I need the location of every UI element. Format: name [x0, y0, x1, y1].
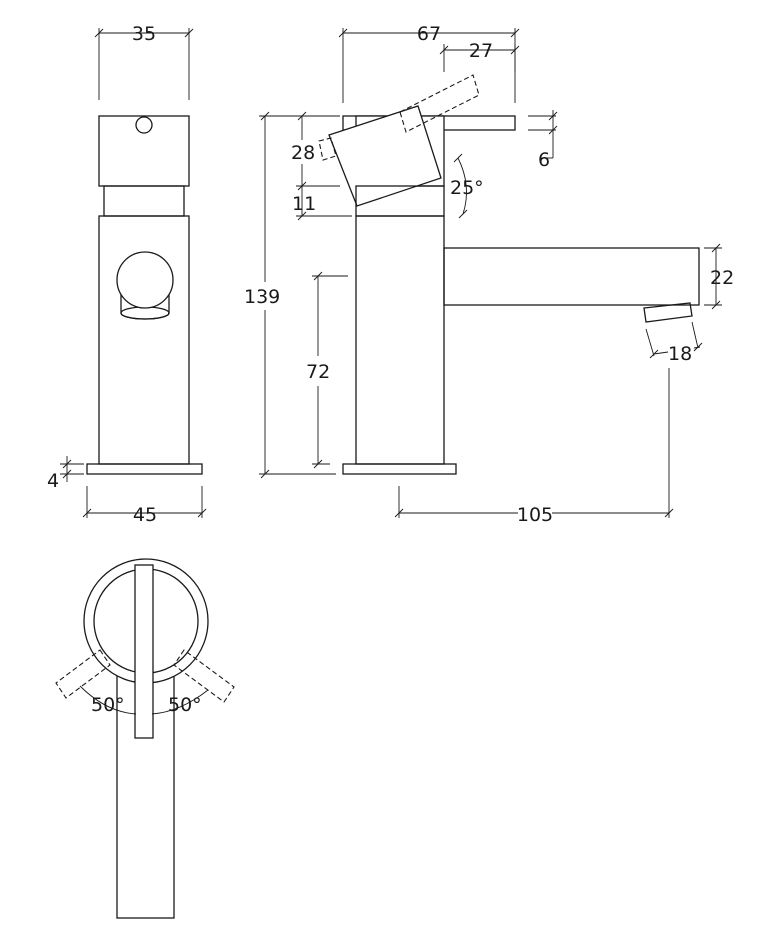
front-view: 35 4 45 [47, 23, 207, 526]
dim-overall-height-139 [259, 111, 336, 479]
plan-lever-left [55, 649, 111, 699]
dim-72-label: 72 [306, 361, 330, 383]
dim-67-label: 67 [417, 23, 441, 45]
dim-plate-6 [528, 110, 558, 159]
dim-4-label: 4 [47, 470, 59, 492]
dim-50deg-right-label: 50° [168, 694, 202, 716]
dim-22-label: 22 [710, 267, 734, 289]
dim-27-label: 27 [469, 40, 493, 62]
dim-139-label: 139 [244, 286, 280, 308]
front-spout-outlet [116, 251, 174, 320]
dim-45-label: 45 [133, 504, 157, 526]
dim-collar-11 [296, 186, 352, 221]
dim-rotation-arcs [79, 685, 209, 715]
dim-50deg-left-label: 50° [91, 694, 125, 716]
plan-view: 50° 50° [55, 558, 235, 919]
dim-spout-22 [704, 243, 722, 310]
dim-25deg-label: 25° [450, 177, 484, 199]
plan-lever-centre [134, 564, 154, 739]
dim-base-width-45 [82, 486, 207, 518]
side-aerator [643, 302, 693, 323]
dim-11-label: 11 [292, 193, 316, 215]
dim-body-72 [312, 271, 348, 469]
dim-projection-105 [394, 368, 674, 518]
plan-lever-right [173, 649, 235, 703]
side-view: 67 27 28 6 [244, 23, 734, 526]
side-spout [443, 247, 700, 306]
dim-35-label: 35 [132, 23, 156, 45]
dim-base-thickness-4 [60, 456, 84, 482]
dim-aerator-18 [645, 321, 703, 359]
front-handle-hole [135, 116, 153, 134]
front-collar [103, 185, 185, 217]
side-body [355, 215, 445, 465]
dim-18-label: 18 [668, 343, 692, 365]
side-lever-rotated [318, 74, 480, 207]
side-base-plate [342, 463, 457, 475]
dim-28-label: 28 [291, 142, 315, 164]
dim-handle-27 [439, 44, 520, 72]
dim-6-label: 6 [538, 149, 550, 171]
front-base-plate [86, 463, 203, 475]
dim-105-label: 105 [517, 504, 553, 526]
dim-width-35 [94, 28, 194, 100]
dim-angle-25 [453, 153, 468, 219]
front-handle-block [98, 115, 190, 187]
dim-overall-67 [338, 28, 520, 103]
